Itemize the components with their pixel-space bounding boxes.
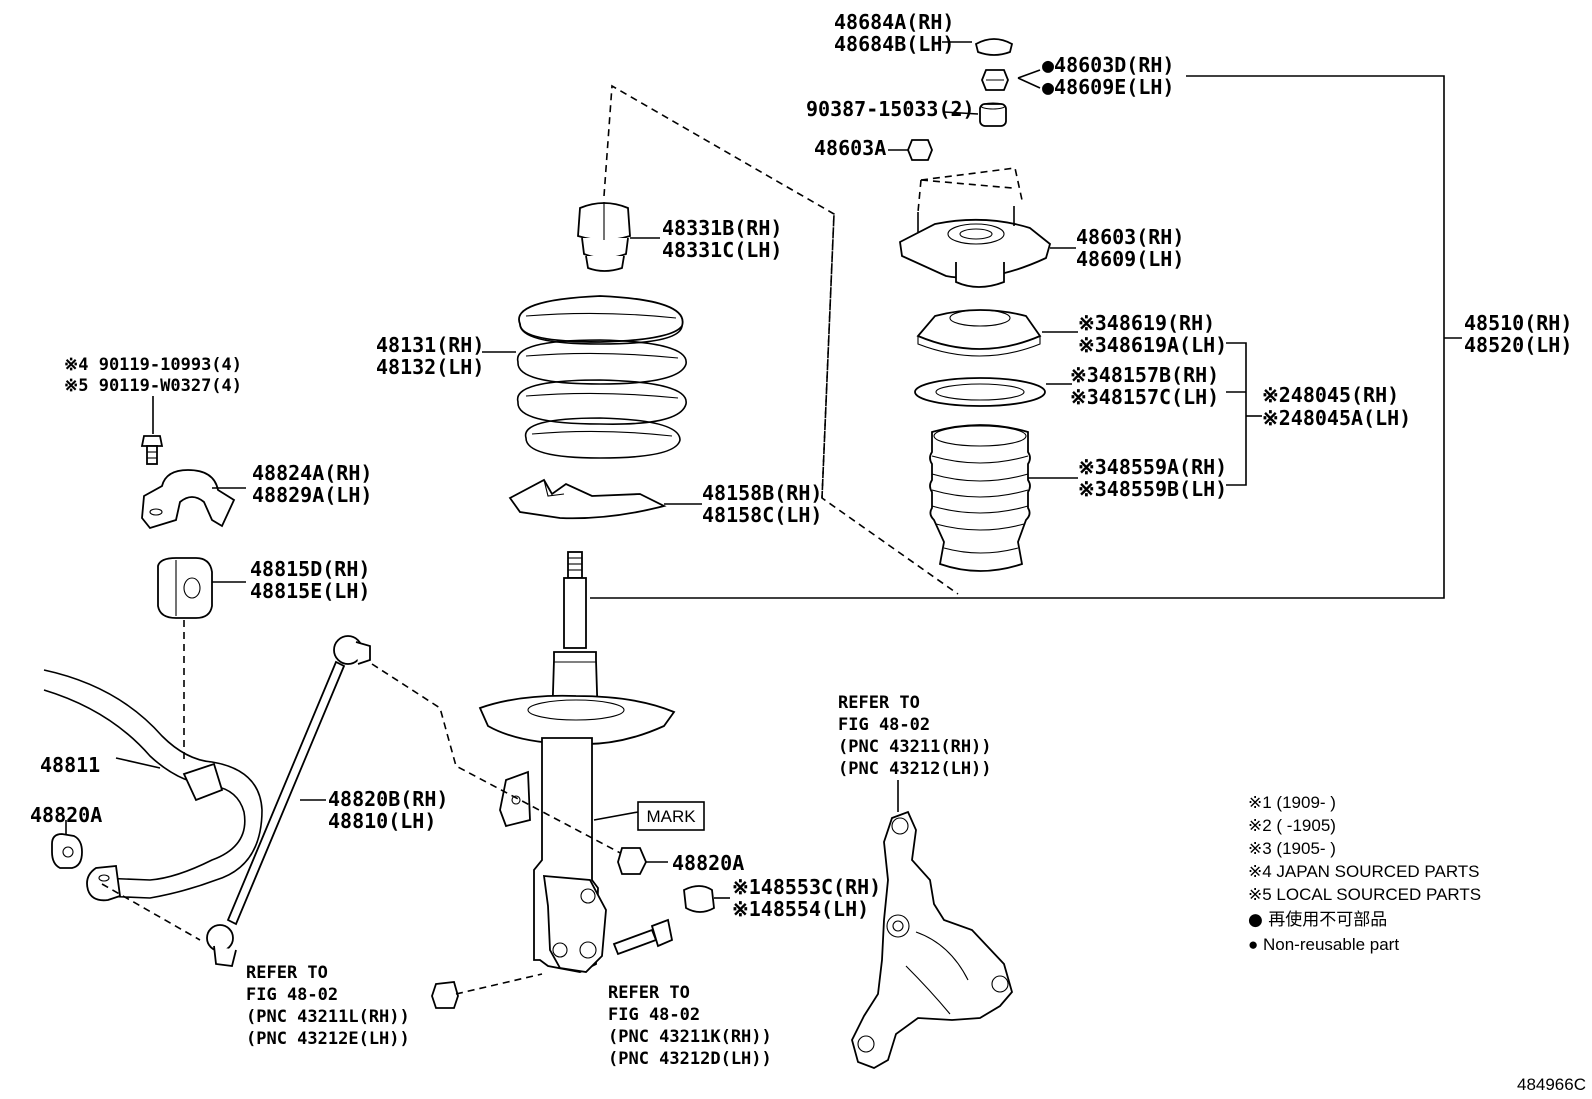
stabilizer-bar-part[interactable] bbox=[43, 669, 263, 902]
spring-seat-upper-part[interactable] bbox=[916, 309, 1042, 357]
part-label-48520: 48520(LH) bbox=[1464, 333, 1572, 357]
part-label-48811: 48811 bbox=[40, 753, 100, 777]
dust-cap-part[interactable] bbox=[974, 38, 1014, 56]
shock-absorber-part[interactable] bbox=[478, 551, 676, 973]
part-label-48684a: 48684A(RH) bbox=[834, 10, 954, 34]
part-label-48510: 48510(RH) bbox=[1464, 311, 1572, 335]
refer-knuckle-line4: (PNC 43212(LH)) bbox=[838, 759, 992, 779]
legend-note-5: ※5 LOCAL SOURCED PARTS bbox=[1248, 885, 1481, 904]
bump-stopper-part[interactable] bbox=[577, 202, 631, 272]
part-label-48619: ※348619(RH) bbox=[1078, 311, 1215, 335]
part-label-48820b: 48820B(RH) bbox=[328, 787, 448, 811]
refer-bolt-line2: FIG 48-02 bbox=[608, 1005, 700, 1025]
refer-knuckle-line3: (PNC 43211(RH)) bbox=[838, 737, 992, 757]
part-label-48603a: 48603A bbox=[814, 136, 886, 160]
part-label-48609e: ●48609E(LH) bbox=[1042, 75, 1174, 99]
part-label-48158b: 48158B(RH) bbox=[702, 481, 822, 505]
part-label-48157c: ※348157C(LH) bbox=[1070, 385, 1219, 409]
part-label-48829a: 48829A(LH) bbox=[252, 483, 372, 507]
mount-nut-part[interactable] bbox=[907, 139, 933, 161]
part-label-48559b: ※348559B(LH) bbox=[1078, 477, 1227, 501]
part-label-48619a: ※348619A(LH) bbox=[1078, 333, 1227, 357]
part-label-48559a: ※348559A(RH) bbox=[1078, 455, 1227, 479]
part-label-48609: 48609(LH) bbox=[1076, 247, 1184, 271]
legend-note-1: ※1 (1909- ) bbox=[1248, 793, 1336, 812]
legend: ※1 (1909- ) ※2 ( -1905) ※3 (1905- ) ※4 J… bbox=[1248, 793, 1481, 954]
mark-callout: MARK bbox=[593, 801, 705, 831]
part-label-48824a: 48824A(RH) bbox=[252, 461, 372, 485]
part-label-48158c: 48158C(LH) bbox=[702, 503, 822, 527]
coil-spring-part[interactable] bbox=[516, 295, 687, 459]
part-label-48331c: 48331C(LH) bbox=[662, 238, 782, 262]
stabilizer-link-part[interactable] bbox=[206, 635, 371, 967]
refer-knuckle-line2: FIG 48-02 bbox=[838, 715, 930, 735]
part-label-48554: ※148554(LH) bbox=[732, 897, 869, 921]
legend-nonreusable-en: ● Non-reusable part bbox=[1248, 935, 1399, 954]
bracket-bolt-part[interactable] bbox=[140, 435, 164, 465]
steering-knuckle-part[interactable] bbox=[851, 810, 1013, 1069]
part-label-48603d: ●48603D(RH) bbox=[1042, 53, 1174, 77]
part-label-48820a-left: 48820A bbox=[30, 803, 102, 827]
legend-note-2: ※2 ( -1905) bbox=[1248, 816, 1336, 835]
lock-nut-part[interactable] bbox=[981, 69, 1009, 91]
part-label-48045a: ※248045A(LH) bbox=[1262, 406, 1411, 430]
part-label-90387: 90387-15033(2) bbox=[806, 97, 975, 121]
legend-nonreusable-jp: ● 再使用不可部品 bbox=[1248, 909, 1387, 930]
stabilizer-bracket-part[interactable] bbox=[141, 469, 236, 530]
dust-boot-part[interactable] bbox=[929, 424, 1031, 572]
refer-bolt-line3: (PNC 43211K(RH)) bbox=[608, 1027, 772, 1047]
part-label-48820a-right: 48820A bbox=[672, 851, 744, 875]
stabilizer-bushing-part[interactable] bbox=[157, 557, 213, 619]
collar-part[interactable] bbox=[979, 102, 1007, 127]
refer-bolt-line4: (PNC 43212D(LH)) bbox=[608, 1049, 772, 1069]
stabilizer-link-nut-part[interactable] bbox=[617, 847, 647, 875]
part-label-90119b: ※5 90119-W0327(4) bbox=[64, 376, 242, 396]
refer-knuckle-line1: REFER TO bbox=[838, 693, 920, 713]
part-label-90119a: ※4 90119-10993(4) bbox=[64, 355, 242, 375]
part-label-48157b: ※348157B(RH) bbox=[1070, 363, 1219, 387]
part-label-48331b: 48331B(RH) bbox=[662, 216, 782, 240]
refer-link-line3: (PNC 43211L(RH)) bbox=[246, 1007, 410, 1027]
refer-bolt-line1: REFER TO bbox=[608, 983, 690, 1003]
part-label-48815d: 48815D(RH) bbox=[250, 557, 370, 581]
refer-link-line2: FIG 48-02 bbox=[246, 985, 338, 1005]
spring-insulator-part[interactable] bbox=[508, 478, 667, 520]
upper-support-part[interactable] bbox=[899, 206, 1052, 288]
refer-link-line1: REFER TO bbox=[246, 963, 328, 983]
part-label-48045: ※248045(RH) bbox=[1262, 383, 1399, 407]
part-label-48603: 48603(RH) bbox=[1076, 225, 1184, 249]
mark-label: MARK bbox=[646, 807, 696, 826]
cam-cap-part[interactable] bbox=[683, 885, 715, 913]
part-label-48815e: 48815E(LH) bbox=[250, 579, 370, 603]
bearing-part[interactable] bbox=[914, 377, 1046, 407]
legend-note-4: ※4 JAPAN SOURCED PARTS bbox=[1248, 862, 1480, 881]
part-label-48810: 48810(LH) bbox=[328, 809, 436, 833]
part-label-48553c: ※148553C(RH) bbox=[732, 875, 881, 899]
part-label-48684b: 48684B(LH) bbox=[834, 32, 954, 56]
part-label-48132: 48132(LH) bbox=[376, 355, 484, 379]
strut-nut-part[interactable] bbox=[431, 981, 459, 1009]
part-label-48131: 48131(RH) bbox=[376, 333, 484, 357]
figure-id: 484966C bbox=[1517, 1075, 1586, 1094]
legend-note-3: ※3 (1905- ) bbox=[1248, 839, 1336, 858]
stabilizer-link-nut-left-part[interactable] bbox=[51, 833, 83, 869]
refer-link-line4: (PNC 43212E(LH)) bbox=[246, 1029, 410, 1049]
strut-bolt-part[interactable] bbox=[612, 918, 674, 956]
